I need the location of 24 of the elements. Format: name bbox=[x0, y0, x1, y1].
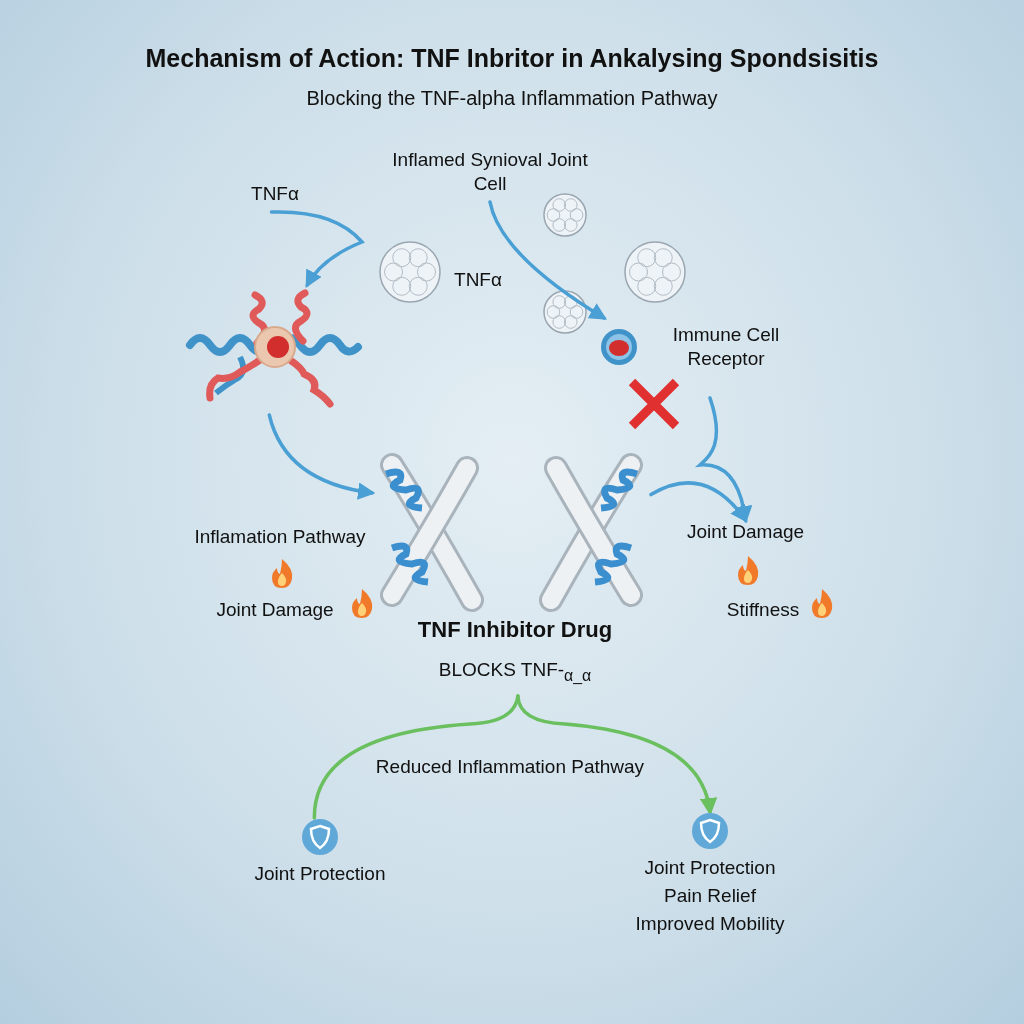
label-text: Immune Cell Receptor bbox=[671, 323, 781, 371]
label-text: Reduced Inflammation Pathway bbox=[374, 755, 646, 779]
label-text: Joint Protection bbox=[644, 856, 776, 880]
arrow bbox=[269, 210, 364, 288]
heading-text: TNF Inhibitor Drug bbox=[417, 618, 613, 642]
arrow bbox=[649, 481, 748, 523]
connector-line bbox=[312, 694, 520, 820]
label-text: BLOCKS TNF-$_{α_α}$ bbox=[438, 658, 592, 686]
label-text: Pain Relief bbox=[664, 884, 756, 908]
label-text: Inflamation Pathway bbox=[193, 525, 367, 549]
label-text: TNFα bbox=[453, 268, 503, 292]
arrow bbox=[267, 413, 376, 500]
title: Mechanism of Action: TNF Inbritor in Ankalysing Spondsisitis bbox=[144, 44, 880, 73]
arrow bbox=[516, 694, 717, 816]
label-text: Joint Damage bbox=[215, 598, 335, 622]
label-text: Joint Damage bbox=[668, 520, 823, 550]
label-text: Inflamed Synioval Joint Cell bbox=[390, 148, 590, 202]
label-text: Improved Mobility bbox=[635, 912, 785, 936]
label-text: Stiffness bbox=[725, 598, 801, 622]
label-text: Joint Protection bbox=[254, 862, 386, 886]
subtitle: Blocking the TNF-alpha Inflammation Pathway bbox=[305, 86, 719, 110]
arrow bbox=[488, 200, 607, 320]
label-text: TNFα bbox=[240, 182, 310, 212]
arrow bbox=[698, 396, 752, 524]
